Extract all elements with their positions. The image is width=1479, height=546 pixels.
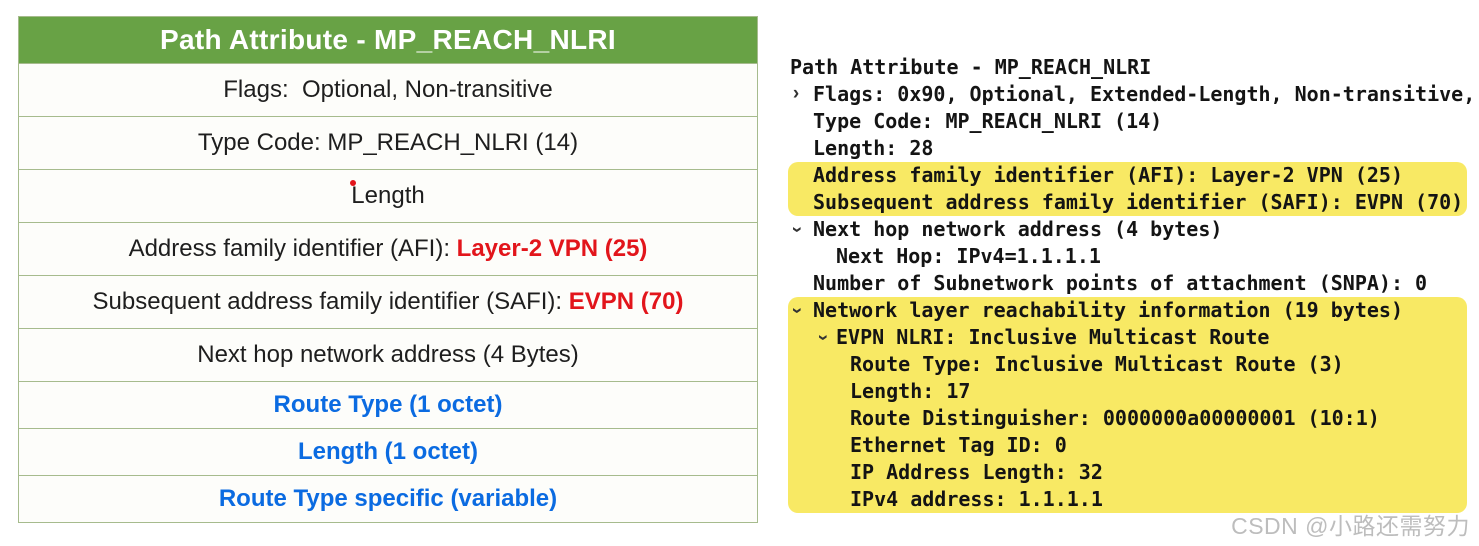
packet-tree-row[interactable]: Route Type: Inclusive Multicast Route (3… <box>788 351 1467 378</box>
table-row: Address family identifier (AFI): Layer-2… <box>19 222 757 275</box>
chevron-down-icon[interactable]: › <box>786 226 808 233</box>
watermark: CSDN @小路还需努力 <box>1231 513 1470 539</box>
packet-tree-row[interactable]: IP Address Length: 32 <box>788 459 1467 486</box>
table-row: Flags: Optional, Non-transitive <box>19 63 757 116</box>
wireshark-packet-detail: Path Attribute - MP_REACH_NLRI › Flags: 0x… <box>787 54 1479 513</box>
packet-tree-row[interactable]: Ethernet Tag ID: 0 <box>788 432 1467 459</box>
packet-tree-row[interactable]: Length: 17 <box>788 378 1467 405</box>
table-row: Next hop network address (4 Bytes) <box>19 328 757 381</box>
packet-line-text: Flags: 0x90, Optional, Extended-Length, … <box>813 82 1476 106</box>
packet-tree-row[interactable]: Length: 28 <box>788 135 1467 162</box>
table-row-text: Route Type (1 octet) <box>273 391 503 418</box>
table-row: Subsequent address family identifier (SA… <box>19 275 757 328</box>
packet-line-text: Route Type: Inclusive Multicast Route (3… <box>850 352 1344 376</box>
packet-line-group: › Next hop network address (4 bytes) Next … <box>787 216 1467 297</box>
packet-line-text: Address family identifier (AFI): Layer-2… <box>813 163 1404 187</box>
chevron-down-icon[interactable]: › <box>812 334 834 341</box>
bgp-attribute-table: Path Attribute - MP_REACH_NLRI Flags: Op… <box>18 16 758 523</box>
packet-line-text: Ethernet Tag ID: 0 <box>850 433 1067 457</box>
packet-tree-row[interactable]: Number of Subnetwork points of attachmen… <box>788 270 1467 297</box>
highlighted-line-group: Address family identifier (AFI): Layer-2… <box>788 162 1467 216</box>
table-row-text: Route Type specific (variable) <box>218 485 558 512</box>
packet-tree-row[interactable]: Route Distinguisher: 0000000a00000001 (1… <box>788 405 1467 432</box>
packet-tree-row[interactable]: Subsequent address family identifier (SA… <box>788 189 1467 216</box>
packet-line-group: Path Attribute - MP_REACH_NLRI › Flags: 0x… <box>788 54 1475 162</box>
table-row: Route Type (1 octet) <box>19 381 757 428</box>
packet-line-text: Next hop network address (4 bytes) <box>813 217 1223 241</box>
packet-line-text: Next Hop: IPv4=1.1.1.1 <box>836 244 1101 268</box>
packet-line-text: EVPN NLRI: Inclusive Multicast Route <box>836 325 1270 349</box>
chevron-right-icon[interactable]: › <box>792 83 800 104</box>
packet-tree-row[interactable]: › Flags: 0x90, Optional, Extended-Length,… <box>788 81 1475 108</box>
packet-tree-row[interactable]: Address family identifier (AFI): Layer-2… <box>788 162 1467 189</box>
packet-line-text: Number of Subnetwork points of attachmen… <box>813 271 1428 295</box>
table-row-text: Subsequent address family identifier (SA… <box>92 288 569 315</box>
chevron-down-icon[interactable]: › <box>786 307 808 314</box>
table-row-text: Address family identifier (AFI): <box>128 235 457 262</box>
packet-tree-row[interactable]: Type Code: MP_REACH_NLRI (14) <box>788 108 1467 135</box>
packet-line-text: Length: 17 <box>850 379 971 403</box>
packet-line-text: Network layer reachability information (… <box>813 298 1404 322</box>
red-dot-marker <box>350 180 356 186</box>
packet-line-text: IPv4 address: 1.1.1.1 <box>850 487 1103 511</box>
packet-tree-row[interactable]: Next Hop: IPv4=1.1.1.1 <box>788 243 1467 270</box>
packet-line-text: IP Address Length: 32 <box>850 460 1103 484</box>
table-row-text: Flags: Optional, Non-transitive <box>223 76 553 103</box>
table-row: Length <box>19 169 757 222</box>
table-row-text: Length (1 octet) <box>298 438 478 465</box>
packet-line-text: Length: 28 <box>813 136 934 160</box>
table-row: Length (1 octet) <box>19 428 757 475</box>
packet-line-text: Subsequent address family identifier (SA… <box>813 190 1464 214</box>
table-row-text: Layer-2 VPN (25) <box>456 235 648 262</box>
table-row: Type Code: MP_REACH_NLRI (14) <box>19 116 757 169</box>
packet-tree-row[interactable]: › Next hop network address (4 bytes) <box>787 216 1467 243</box>
packet-tree-row[interactable]: Path Attribute - MP_REACH_NLRI <box>788 54 1467 81</box>
table-row: Route Type specific (variable) <box>19 475 757 522</box>
packet-line-text: Path Attribute - MP_REACH_NLRI <box>790 55 1152 79</box>
packet-tree-row[interactable]: IPv4 address: 1.1.1.1 <box>788 486 1467 513</box>
table-row-text: Next hop network address (4 Bytes) <box>197 341 579 368</box>
highlighted-line-group: › Network layer reachability information … <box>787 297 1467 513</box>
packet-line-text: Route Distinguisher: 0000000a00000001 (1… <box>850 406 1380 430</box>
packet-tree-row[interactable]: › Network layer reachability information … <box>787 297 1467 324</box>
table-row-text: Length <box>351 182 425 209</box>
packet-line-text: Type Code: MP_REACH_NLRI (14) <box>813 109 1163 133</box>
table-header: Path Attribute - MP_REACH_NLRI <box>19 17 757 63</box>
packet-tree-row[interactable]: ›EVPN NLRI: Inclusive Multicast Route <box>788 324 1467 351</box>
table-row-text: Type Code: MP_REACH_NLRI (14) <box>197 129 579 156</box>
table-row-text: EVPN (70) <box>568 288 684 315</box>
